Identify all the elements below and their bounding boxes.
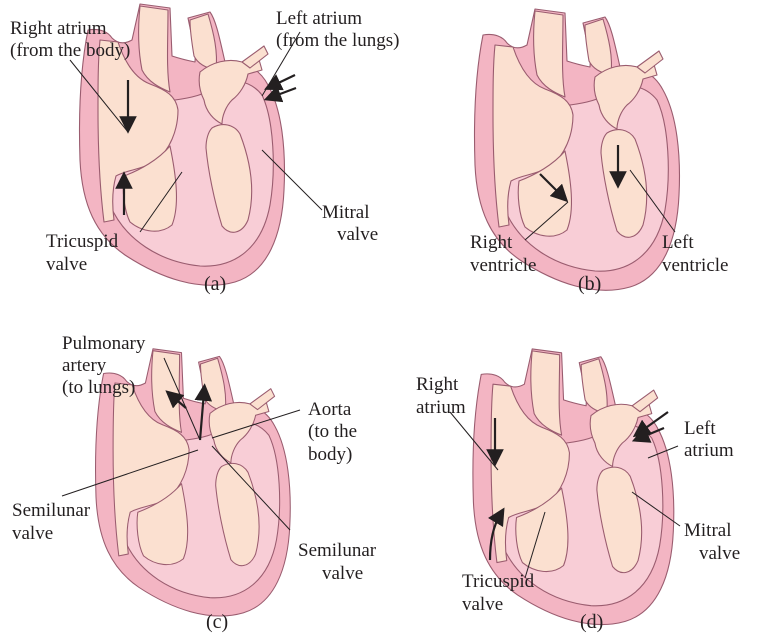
label-from-body-a: (from the body) bbox=[10, 40, 130, 61]
label-aorta-c: Aorta bbox=[308, 399, 352, 420]
panel-c: Pulmonary artery (to lungs) Aorta (to th… bbox=[12, 333, 377, 633]
label-body-c: body) bbox=[308, 444, 352, 465]
caption-b: (b) bbox=[578, 273, 601, 295]
panel-d: Right atrium Left atrium Mitral valve Tr… bbox=[416, 349, 740, 633]
label-from-lungs-a: (from the lungs) bbox=[276, 30, 399, 51]
flow-arrow-lungs-a2 bbox=[272, 88, 296, 97]
label-mitral-a: Mitral bbox=[322, 202, 370, 223]
label-mitral-valve-a: valve bbox=[337, 224, 378, 245]
flow-arrow-lungs-a1 bbox=[272, 75, 295, 86]
label-to-the-c: (to the bbox=[308, 421, 357, 442]
label-tricuspid-d: Tricuspid bbox=[462, 571, 535, 592]
label-right-b: Right bbox=[470, 232, 513, 253]
label-mitral-d: Mitral bbox=[684, 520, 732, 541]
label-valve-right-c: valve bbox=[322, 563, 363, 584]
label-tricuspid-valve-a: valve bbox=[46, 254, 87, 275]
label-left-atrium-a: Left atrium bbox=[276, 8, 362, 29]
label-atrium-left-d: atrium bbox=[684, 440, 734, 461]
label-ventricle-left-b: ventricle bbox=[662, 255, 728, 276]
label-semilunar-left-c: Semilunar bbox=[12, 500, 91, 521]
label-to-lungs-c: (to lungs) bbox=[62, 377, 135, 398]
label-ventricle-right-b: ventricle bbox=[470, 255, 536, 276]
caption-c: (c) bbox=[206, 611, 228, 633]
panel-b: Right ventricle Left ventricle (b) bbox=[470, 9, 728, 295]
label-tricuspid-valve-d: valve bbox=[462, 594, 503, 615]
label-left-b: Left bbox=[662, 232, 694, 253]
caption-d: (d) bbox=[580, 611, 603, 633]
label-semilunar-right-c: Semilunar bbox=[298, 540, 377, 561]
label-left-d: Left bbox=[684, 418, 716, 439]
label-valve-left-c: valve bbox=[12, 523, 53, 544]
label-atrium-right-d: atrium bbox=[416, 397, 466, 418]
label-artery-c: artery bbox=[62, 355, 107, 376]
label-tricuspid-a: Tricuspid bbox=[46, 231, 119, 252]
panel-a: Right atrium (from the body) Left atrium… bbox=[10, 4, 399, 295]
label-pulmonary-c: Pulmonary bbox=[62, 333, 146, 354]
label-right-d: Right bbox=[416, 374, 459, 395]
caption-a: (a) bbox=[204, 273, 226, 295]
label-mitral-valve-d: valve bbox=[699, 543, 740, 564]
label-right-atrium-a: Right atrium bbox=[10, 18, 107, 39]
